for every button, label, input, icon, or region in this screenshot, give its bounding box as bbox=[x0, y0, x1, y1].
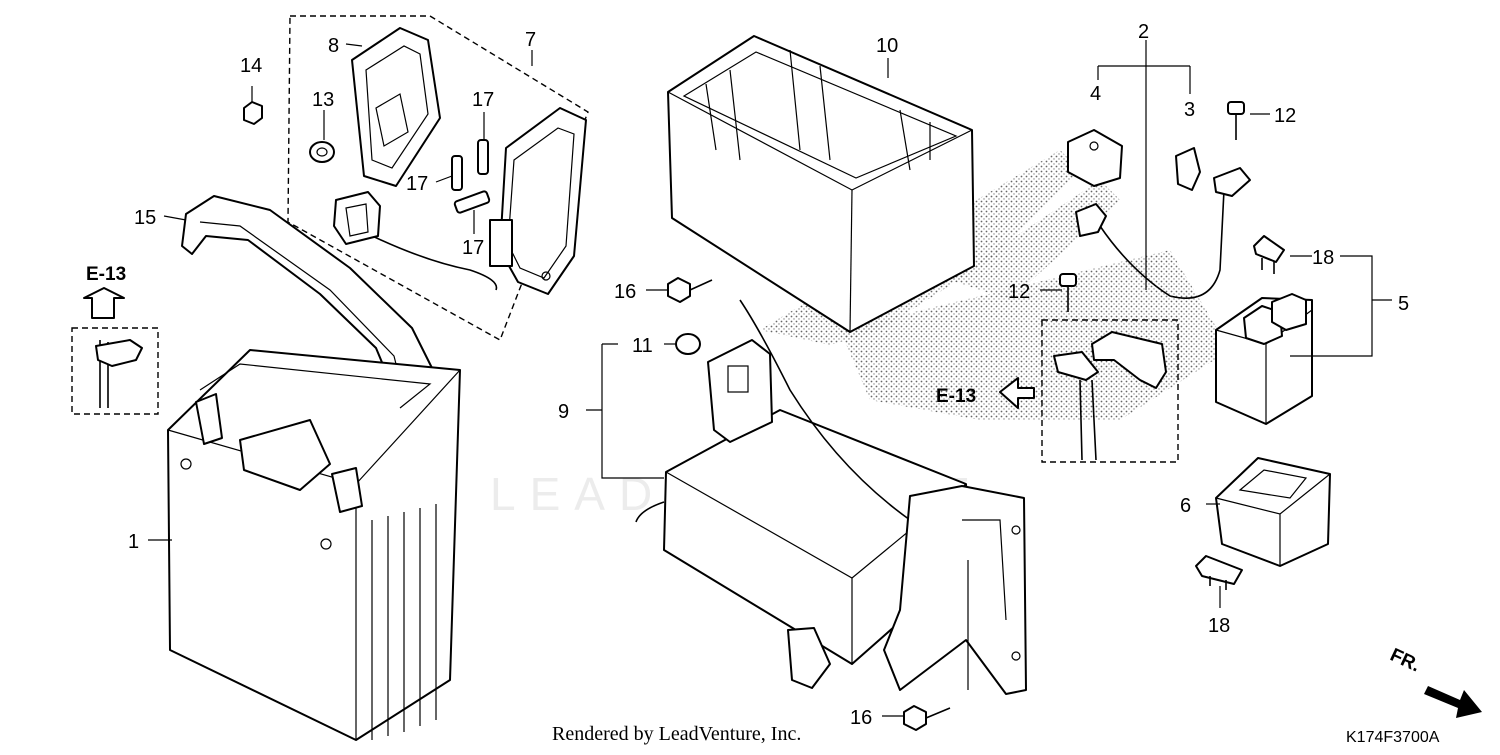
e13-reference-right bbox=[999, 319, 1179, 463]
part-12-bolt-upper bbox=[1227, 101, 1245, 140]
callout-3: 3 bbox=[1184, 99, 1195, 121]
part-9-battery-tray bbox=[635, 299, 1027, 695]
callout-9: 9 bbox=[558, 401, 569, 423]
callout-17-left: 17 bbox=[406, 173, 428, 195]
diagram-code: K174F3700A bbox=[1346, 729, 1440, 746]
callout-6: 6 bbox=[1180, 495, 1191, 517]
callout-labels: 1 2 3 4 5 6 7 8 9 10 11 12 12 13 14 15 1… bbox=[128, 21, 1409, 729]
callout-12-lower: 12 bbox=[1008, 281, 1030, 303]
callout-7: 7 bbox=[525, 29, 536, 51]
part-3-cover bbox=[1175, 147, 1201, 191]
callout-15: 15 bbox=[134, 207, 156, 229]
part-7-fuse-box bbox=[333, 107, 587, 295]
callout-11: 11 bbox=[632, 335, 653, 357]
callout-14: 14 bbox=[240, 55, 262, 77]
callout-17-top: 17 bbox=[472, 89, 494, 111]
part-1-battery bbox=[167, 349, 461, 741]
callout-10: 10 bbox=[876, 35, 898, 57]
front-direction-label: FR. bbox=[1387, 645, 1424, 677]
leader-lines bbox=[148, 40, 1392, 717]
callout-16-lower: 16 bbox=[850, 707, 872, 729]
callout-16-upper: 16 bbox=[614, 281, 636, 303]
part-6-relay-holder bbox=[1215, 457, 1331, 567]
part-18-fuse-lower bbox=[1195, 555, 1243, 590]
callout-4: 4 bbox=[1090, 83, 1101, 105]
e13-label-right: E-13 bbox=[936, 386, 976, 407]
part-4-cover bbox=[1067, 129, 1123, 187]
callout-13: 13 bbox=[312, 89, 334, 111]
part-13-grommet bbox=[309, 141, 335, 163]
part-8-cover bbox=[351, 27, 441, 187]
callout-8: 8 bbox=[328, 35, 339, 57]
callout-12-upper: 12 bbox=[1274, 105, 1296, 127]
part-11-cushion bbox=[675, 333, 701, 355]
front-direction-arrow: FR. bbox=[1387, 645, 1482, 718]
part-14-nut bbox=[243, 101, 263, 125]
part-12-bolt-lower bbox=[1059, 273, 1077, 312]
part-5-relay bbox=[1215, 293, 1313, 425]
part-10-battery-case bbox=[667, 35, 975, 333]
callout-17-bottom: 17 bbox=[462, 237, 484, 259]
part-16-bolt-lower bbox=[903, 705, 951, 731]
footer-credit: Rendered by LeadVenture, Inc. bbox=[552, 723, 801, 745]
e13-reference-left bbox=[71, 287, 159, 415]
callout-18-upper: 18 bbox=[1312, 247, 1334, 269]
callout-2: 2 bbox=[1138, 21, 1149, 43]
callout-1: 1 bbox=[128, 531, 139, 553]
part-2-cable bbox=[1075, 167, 1251, 299]
part-16-bolt-upper bbox=[667, 277, 713, 303]
callout-18-lower: 18 bbox=[1208, 615, 1230, 637]
part-18-fuse-upper bbox=[1253, 235, 1285, 274]
callout-5: 5 bbox=[1398, 293, 1409, 315]
e13-label-left: E-13 bbox=[86, 264, 126, 285]
part-17-fuses bbox=[451, 139, 491, 214]
